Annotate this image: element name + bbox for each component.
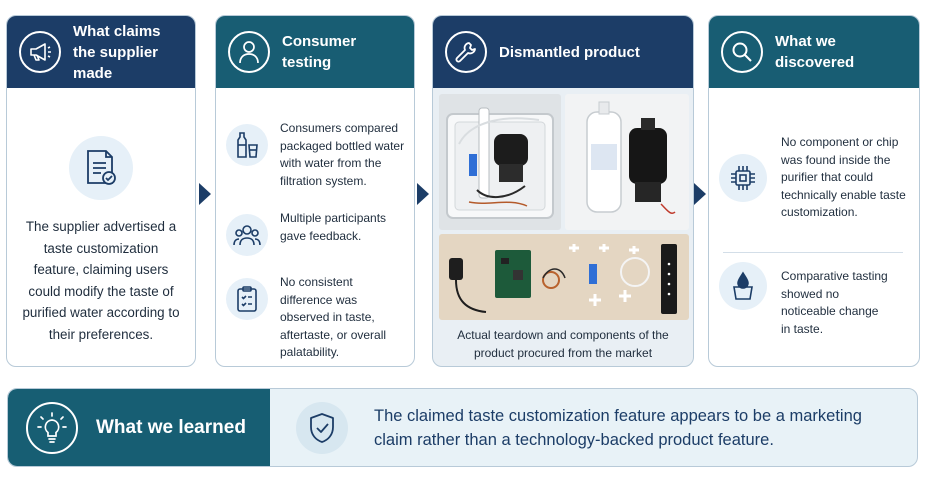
- dismantled-title: Dismantled product: [499, 43, 640, 61]
- learned-text: The claimed taste customization feature …: [374, 406, 862, 449]
- testing-header: Consumer testing: [216, 16, 414, 88]
- learned-title: What we learned: [96, 416, 246, 438]
- dismantled-card: Dismantled product: [432, 15, 694, 367]
- arrow-right-icon: [417, 183, 429, 205]
- shield-check-icon: [296, 401, 348, 454]
- chip-icon: [719, 154, 767, 202]
- teardown-photos: [439, 94, 689, 320]
- discovered-title: What we discovered: [775, 33, 855, 71]
- testing-title: Consumer testing: [282, 33, 357, 71]
- water-glass-icon: [719, 262, 767, 310]
- claims-header: What claims the supplier made: [7, 16, 195, 88]
- arrow-right-icon: [694, 183, 706, 205]
- testing-item-text: Multiple participants gave feedback.: [280, 211, 387, 243]
- discovered-item-text: No component or chip was found inside th…: [781, 135, 906, 219]
- dismantled-caption: Actual teardown and components of the pr…: [457, 328, 669, 360]
- testing-item: Multiple participants gave feedback.: [226, 210, 406, 256]
- photo-components: [439, 234, 689, 320]
- dismantled-header: Dismantled product: [433, 16, 693, 88]
- people-group-icon: [226, 214, 268, 256]
- wrench-icon: [445, 31, 487, 73]
- photo-filter-and-pump: [565, 94, 689, 230]
- learned-header: What we learned: [8, 389, 270, 466]
- clipboard-check-icon: [226, 278, 268, 320]
- claims-text: The supplier advertised a taste customiz…: [22, 219, 180, 342]
- discovered-item: Comparative tasting showed no noticeable…: [719, 260, 909, 338]
- lightbulb-icon: [26, 401, 78, 454]
- discovered-card: What we discovered No component or chip …: [708, 15, 920, 367]
- discovered-header: What we discovered: [709, 16, 919, 88]
- photo-assembled-unit: [439, 94, 561, 230]
- discovered-item-text: Comparative tasting showed no noticeable…: [781, 269, 888, 336]
- discovered-item: No component or chip was found inside th…: [719, 130, 909, 222]
- arrow-right-icon: [199, 183, 211, 205]
- testing-item: Consumers compared packaged bottled wate…: [226, 120, 406, 190]
- megaphone-icon: [19, 31, 61, 73]
- claims-title: What claims the supplier made: [73, 22, 161, 82]
- document-check-icon: [69, 136, 133, 200]
- testing-item-text: No consistent difference was observed in…: [280, 275, 387, 359]
- testing-card: Consumer testing Consumers compared pack…: [215, 15, 415, 367]
- divider: [723, 252, 903, 253]
- person-icon: [228, 31, 270, 73]
- learned-body: The claimed taste customization feature …: [270, 389, 917, 466]
- testing-item: No consistent difference was observed in…: [226, 274, 406, 362]
- claims-card: What claims the supplier made The suppli…: [6, 15, 196, 367]
- testing-item-text: Consumers compared packaged bottled wate…: [280, 121, 405, 188]
- learned-banner: What we learned The claimed taste custom…: [7, 388, 918, 467]
- bottle-glass-icon: [226, 124, 268, 166]
- magnifier-icon: [721, 31, 763, 73]
